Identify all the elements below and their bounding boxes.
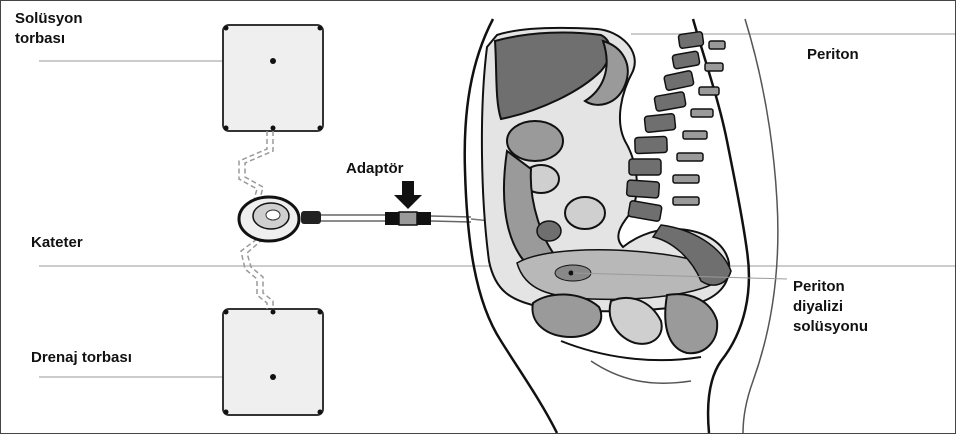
solution-bag-label: Solüsyon torbası (15, 9, 83, 49)
solution-bag (223, 25, 323, 131)
dialysis-solution-label: Periton diyalizi solüsyonu (793, 277, 868, 337)
adapter-label: Adaptör (346, 159, 404, 179)
catheter-label: Kateter (31, 233, 83, 253)
adapter (385, 212, 471, 225)
adapter-arrow (394, 181, 422, 209)
drain-bag (223, 309, 323, 415)
body-section (465, 19, 778, 433)
peritoneum-label: Periton (807, 45, 859, 65)
drain-bag-label: Drenaj torbası (31, 348, 132, 368)
transfer-set (239, 197, 385, 241)
